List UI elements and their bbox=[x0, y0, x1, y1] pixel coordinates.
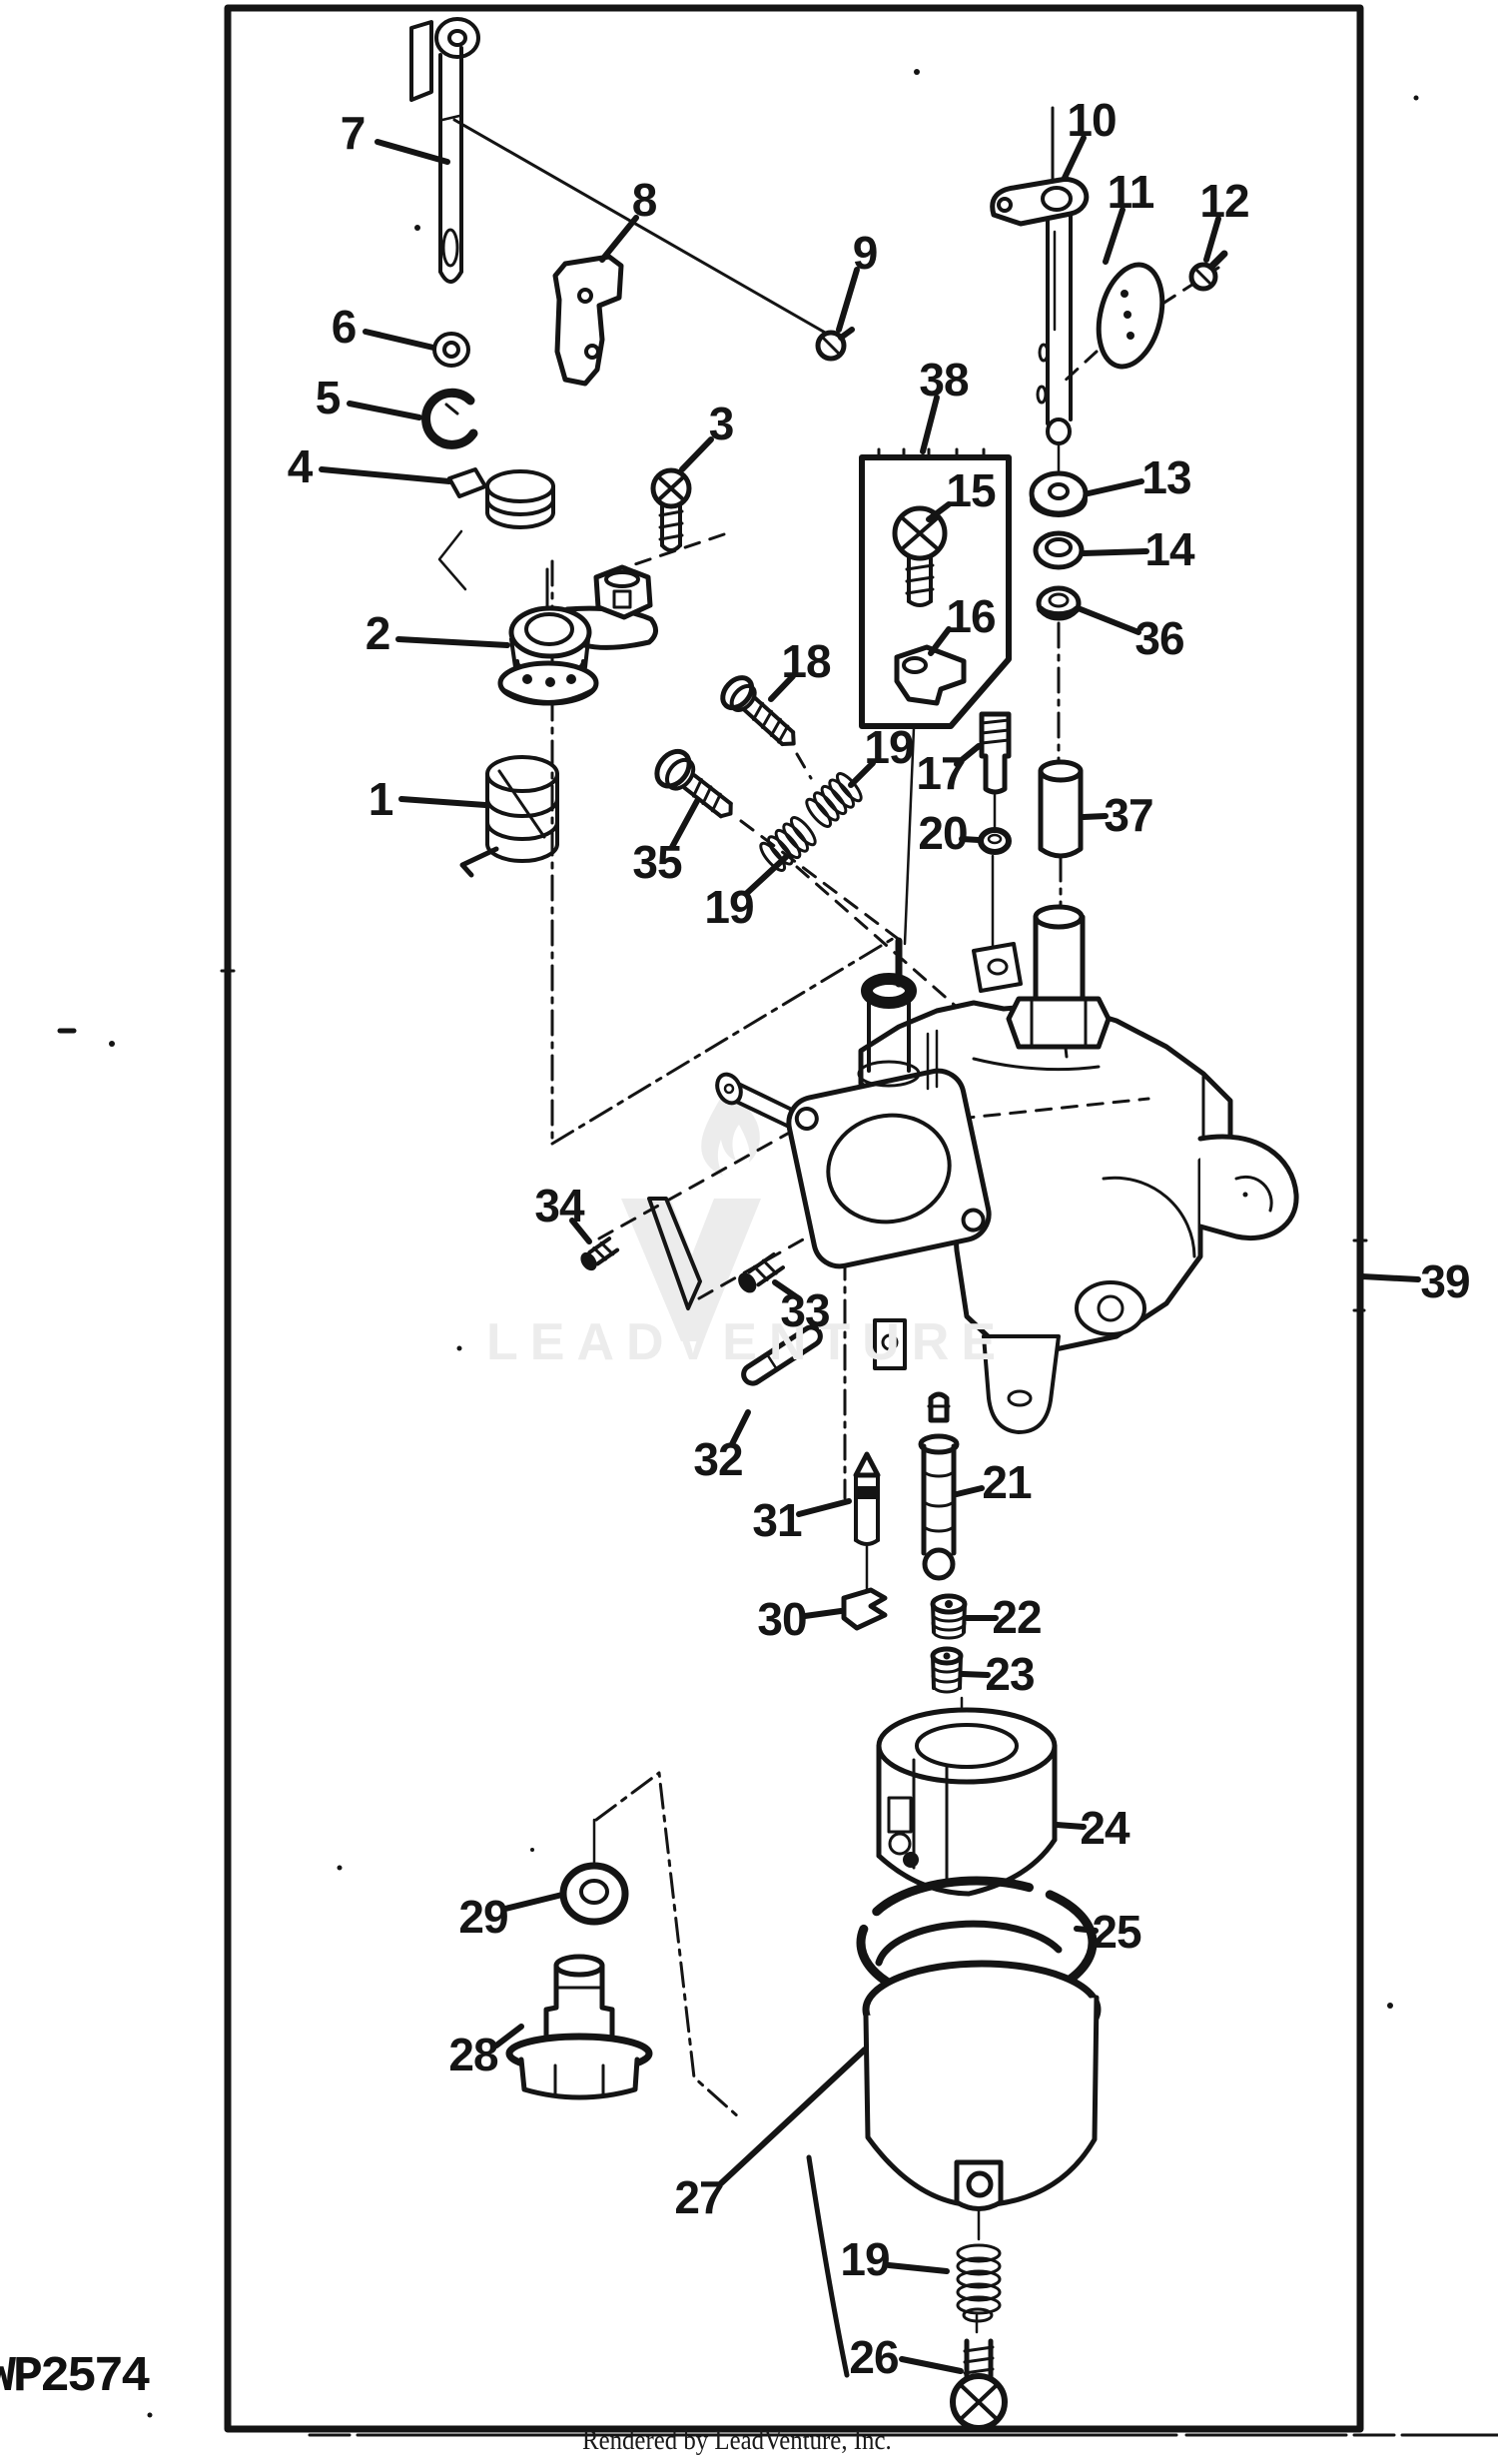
part-35-screw bbox=[654, 748, 733, 819]
part-7-choke-shaft bbox=[409, 17, 480, 284]
callout-22: 22 bbox=[992, 1591, 1042, 1643]
part-12-screw bbox=[1188, 250, 1228, 292]
callout-8: 8 bbox=[631, 174, 658, 226]
callout-6: 6 bbox=[331, 301, 358, 353]
part-32-float-pin bbox=[741, 1324, 823, 1386]
diagram-border bbox=[220, 4, 1498, 2437]
part-15-screw bbox=[892, 505, 948, 607]
scan-speckles bbox=[57, 69, 1419, 2418]
part-11-throttle-plate bbox=[1096, 262, 1165, 370]
part-3-screw bbox=[650, 467, 692, 552]
callout-19: 19 bbox=[704, 881, 754, 933]
part-28-drain-bolt bbox=[505, 1954, 653, 2100]
part-19-spring-c bbox=[956, 2243, 1002, 2323]
part-21-main-nozzle bbox=[918, 1391, 960, 1581]
part-19-spring-b bbox=[759, 816, 817, 872]
callout-32: 32 bbox=[693, 1433, 743, 1485]
callout-5: 5 bbox=[315, 372, 342, 423]
part-34-screw bbox=[580, 1236, 620, 1271]
callout-36: 36 bbox=[1134, 612, 1184, 664]
callout-38: 38 bbox=[919, 354, 969, 406]
callout-11: 11 bbox=[1107, 166, 1155, 218]
footer-credit: Rendered by LeadVenture, Inc. bbox=[582, 2425, 892, 2455]
watermark-text: LEADVENTURE bbox=[486, 1313, 1009, 1371]
leader-lines bbox=[319, 135, 1421, 2374]
callout-37: 37 bbox=[1104, 789, 1153, 841]
part-1-spring bbox=[459, 755, 559, 878]
callout-20: 20 bbox=[918, 807, 968, 859]
callout-28: 28 bbox=[448, 2029, 498, 2080]
part-18-idle-screw bbox=[720, 675, 796, 747]
callout-33: 33 bbox=[780, 1284, 830, 1336]
callout-25: 25 bbox=[1092, 1906, 1141, 1958]
callout-29: 29 bbox=[458, 1891, 508, 1943]
part-4-seal bbox=[437, 467, 555, 591]
callout-31: 31 bbox=[752, 1494, 802, 1546]
callout-2: 2 bbox=[365, 607, 391, 659]
callout-15: 15 bbox=[946, 464, 996, 516]
callout-34: 34 bbox=[534, 1180, 584, 1232]
callout-23: 23 bbox=[985, 1648, 1035, 1700]
callout-39: 39 bbox=[1420, 1255, 1470, 1307]
callout-30: 30 bbox=[757, 1593, 807, 1645]
drawing-number: WP2574 bbox=[0, 2349, 151, 2406]
part-19-spring-a bbox=[805, 772, 863, 828]
part-8-bracket bbox=[552, 254, 624, 387]
part-2-throttle-lever bbox=[497, 564, 658, 706]
part-10-throttle-shaft bbox=[990, 106, 1090, 445]
part-31-float-valve-needle bbox=[853, 1451, 881, 1546]
leadventure-flame-v-icon bbox=[621, 1089, 761, 1341]
part-30-needle-clip bbox=[841, 1587, 888, 1631]
part-27-float-bowl bbox=[862, 1960, 1102, 2211]
callout-26: 26 bbox=[849, 2331, 899, 2383]
callout-16: 16 bbox=[946, 590, 996, 642]
callout-24: 24 bbox=[1080, 1802, 1129, 1854]
callout-4: 4 bbox=[287, 440, 314, 492]
part-23-jet bbox=[930, 1646, 964, 1694]
part-37-plug bbox=[1038, 759, 1084, 859]
part-29-washer bbox=[559, 1862, 629, 1926]
part-36-seal bbox=[1036, 585, 1082, 621]
part-26-drain-screw bbox=[950, 2338, 1008, 2431]
part-6-nut bbox=[432, 332, 470, 368]
callout-14: 14 bbox=[1144, 523, 1194, 575]
callout-7: 7 bbox=[340, 107, 367, 159]
callout-10: 10 bbox=[1067, 94, 1117, 146]
callout-35: 35 bbox=[632, 836, 682, 888]
callout-13: 13 bbox=[1141, 451, 1191, 503]
part-9-screw bbox=[815, 327, 855, 362]
callout-27: 27 bbox=[674, 2171, 724, 2223]
callout-18: 18 bbox=[781, 635, 831, 687]
callout-21: 21 bbox=[982, 1456, 1032, 1508]
callout-1: 1 bbox=[368, 773, 394, 825]
part-22-main-jet bbox=[930, 1593, 968, 1640]
callout-19: 19 bbox=[864, 721, 914, 773]
callout-3: 3 bbox=[708, 398, 735, 449]
part-5-e-clip bbox=[421, 388, 478, 449]
callout-9: 9 bbox=[852, 227, 879, 279]
carburetor-body bbox=[715, 904, 1299, 1434]
part-16-cable-clamp bbox=[894, 644, 967, 706]
callout-19: 19 bbox=[840, 2233, 890, 2285]
part-17-pilot-jet bbox=[979, 711, 1012, 795]
part-14-washer bbox=[1033, 530, 1085, 570]
callout-12: 12 bbox=[1199, 175, 1249, 227]
part-33-screw bbox=[738, 1251, 785, 1293]
callout-17: 17 bbox=[916, 747, 966, 799]
